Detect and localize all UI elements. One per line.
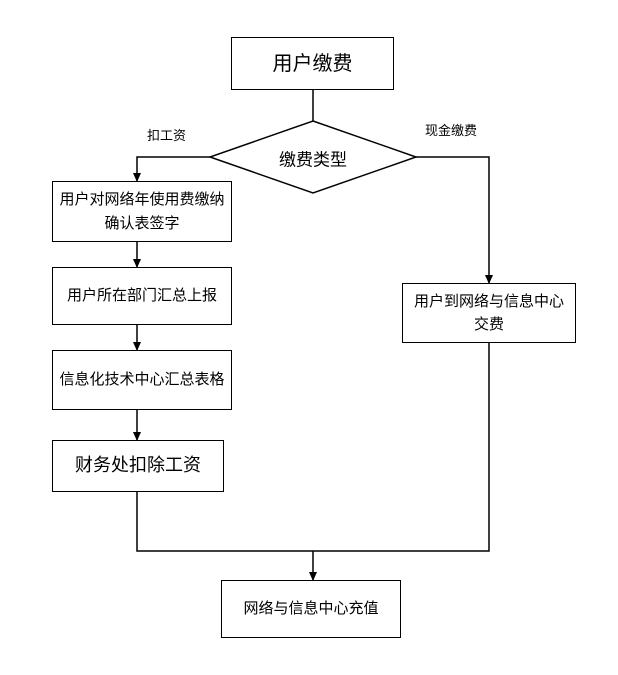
- right-branch-label: 现金缴费: [425, 124, 478, 139]
- connector-decision-to-left-branch: [133, 156, 210, 182]
- left-step-1: 用户对网络年使用费缴纳确认表签字: [52, 181, 232, 242]
- decision-diamond: [207, 120, 419, 194]
- start-box: 用户缴费: [231, 37, 394, 90]
- left-step-4-label: 财务处扣除工资: [75, 455, 201, 477]
- end-box: 网络与信息中心充值: [221, 580, 401, 638]
- left-step-1-label: 用户对网络年使用费缴纳确认表签字: [59, 190, 225, 232]
- end-label: 网络与信息中心充值: [243, 599, 379, 618]
- left-step-3: 信息化技术中心汇总表格: [52, 350, 232, 410]
- right-step-label: 用户到网络与信息中心交费: [413, 291, 564, 333]
- left-step-4: 财务处扣除工资: [52, 440, 224, 492]
- left-branch-label: 扣工资: [147, 129, 187, 144]
- start-label: 用户缴费: [272, 51, 353, 75]
- decision-label: 缴费类型: [279, 150, 347, 171]
- left-step-2-label: 用户所在部门汇总上报: [66, 286, 217, 305]
- left-step-2: 用户所在部门汇总上报: [52, 267, 232, 325]
- connector-decision-to-right-branch: [416, 156, 493, 284]
- right-step: 用户到网络与信息中心交费: [402, 283, 576, 343]
- left-step-3-label: 信息化技术中心汇总表格: [59, 370, 225, 389]
